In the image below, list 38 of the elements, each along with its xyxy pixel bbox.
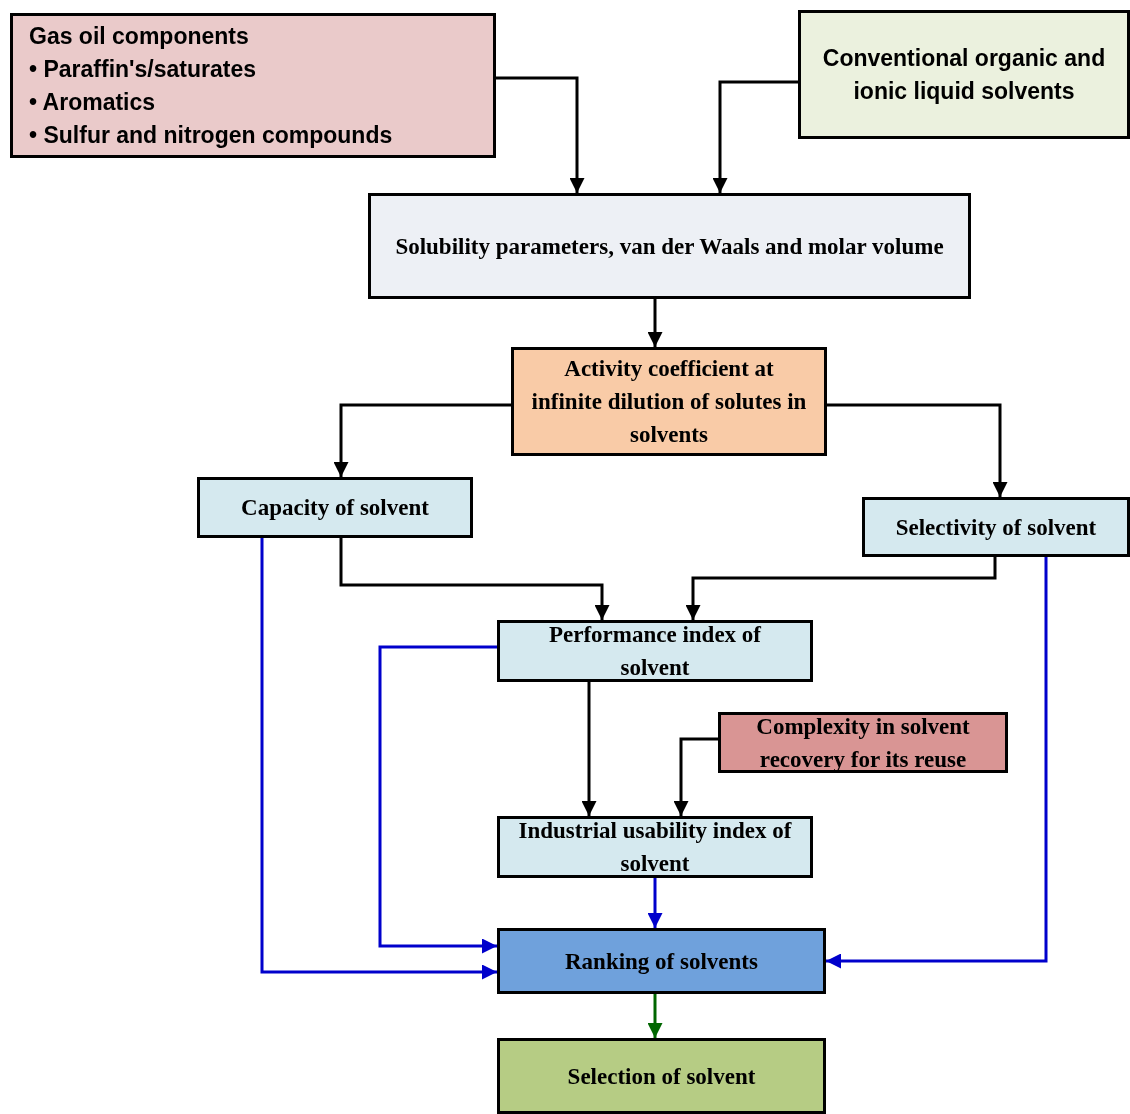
arrow: [260, 538, 497, 980]
box-label: Selectivity of solvent: [895, 513, 1097, 542]
process-box: [497, 620, 813, 682]
arrow: [712, 80, 798, 193]
arrow: [339, 538, 610, 620]
arrow: [826, 557, 1048, 969]
arrow: [647, 994, 663, 1038]
box-label: Solubility parameters, van der Waals and molar volume: [395, 232, 944, 261]
process-box: [197, 477, 473, 538]
process-box: [10, 13, 496, 158]
arrow: [581, 682, 597, 816]
process-box: [511, 347, 827, 456]
box-label: Ranking of solvents: [565, 947, 758, 976]
arrow: [685, 557, 997, 620]
list-item: • Aromatics: [29, 87, 157, 117]
box-label: Complexity in solvent recovery for its reuse: [755, 712, 971, 774]
arrow: [333, 403, 511, 477]
process-box: [798, 10, 1130, 139]
list-item: • Paraffin's/saturates: [29, 54, 257, 84]
process-box: [497, 1038, 826, 1114]
arrow: [647, 878, 663, 928]
arrow: [378, 645, 497, 954]
box-label: Performance index of solvent: [547, 621, 762, 682]
arrow: [827, 403, 1008, 497]
box-label: Conventional organic and ionic liquid solvents: [821, 43, 1107, 106]
box-label: Activity coefficient at infinite dilution of solutes in solvents: [530, 355, 808, 449]
process-box: [368, 193, 971, 299]
box-heading: Gas oil components: [29, 21, 249, 51]
box-label: Capacity of solvent: [241, 494, 429, 522]
box-label: Industrial usability index of solvent: [517, 817, 793, 878]
arrow: [496, 76, 585, 193]
arrow: [673, 737, 718, 816]
process-box: [497, 928, 826, 994]
process-box: [862, 497, 1130, 557]
list-item: • Sulfur and nitrogen compounds: [29, 120, 393, 150]
process-box: [718, 712, 1008, 773]
box-label: Selection of solvent: [567, 1062, 756, 1091]
arrow: [647, 299, 663, 347]
